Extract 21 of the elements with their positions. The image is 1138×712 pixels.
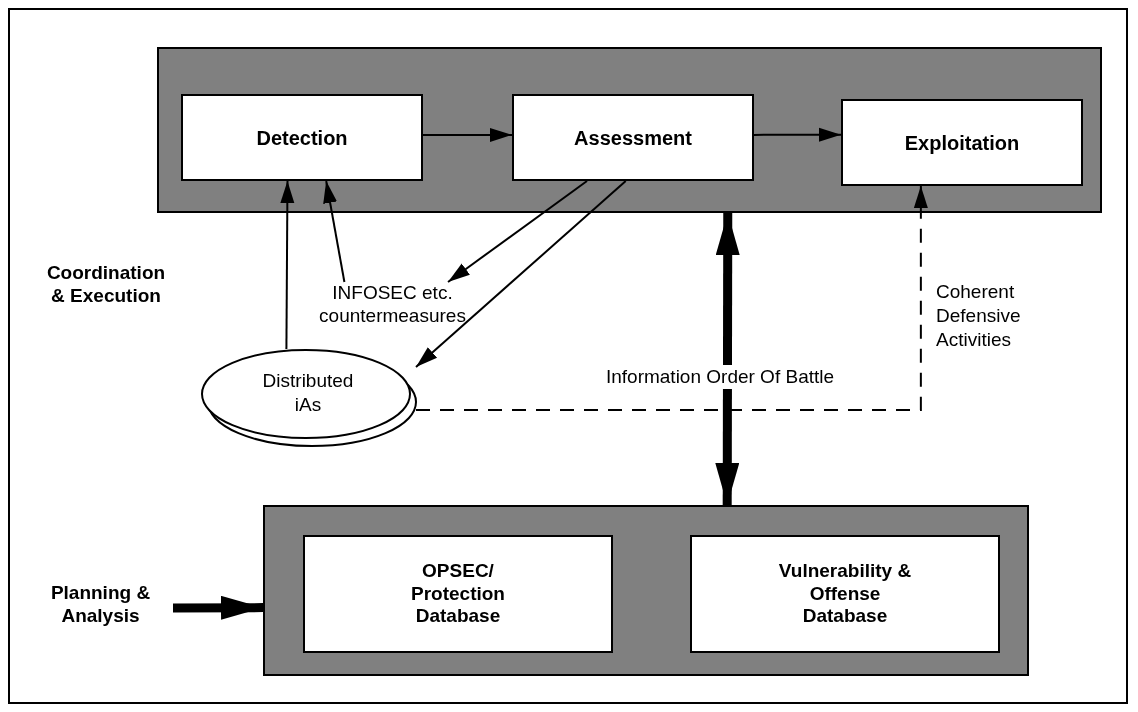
- group-panel: [157, 47, 1102, 213]
- arrow: [280, 180, 295, 350]
- annotation-text: INFOSEC etc. countermeasures: [300, 282, 485, 328]
- database-box: OPSEC/ Protection Database: [303, 535, 613, 653]
- dashed-arrow: [415, 185, 928, 411]
- arrow: [415, 180, 627, 368]
- process-box: Detection: [181, 94, 423, 181]
- stacked-ellipse: [200, 347, 416, 447]
- thick-arrow: [173, 595, 263, 620]
- process-box: Exploitation: [841, 99, 1083, 186]
- node-text: Distributed iAs: [261, 369, 355, 417]
- section-title: Planning & Analysis: [28, 582, 173, 628]
- thick-arrow: [715, 213, 740, 505]
- arrow: [323, 180, 346, 283]
- arrow: [753, 127, 842, 142]
- section-title: Coordination & Execution: [45, 262, 167, 308]
- arrow: [422, 127, 513, 142]
- database-box: Vulnerability & Offense Database: [690, 535, 1000, 653]
- group-panel: [263, 505, 1029, 676]
- process-box: Assessment: [512, 94, 754, 181]
- arrow: [447, 180, 588, 283]
